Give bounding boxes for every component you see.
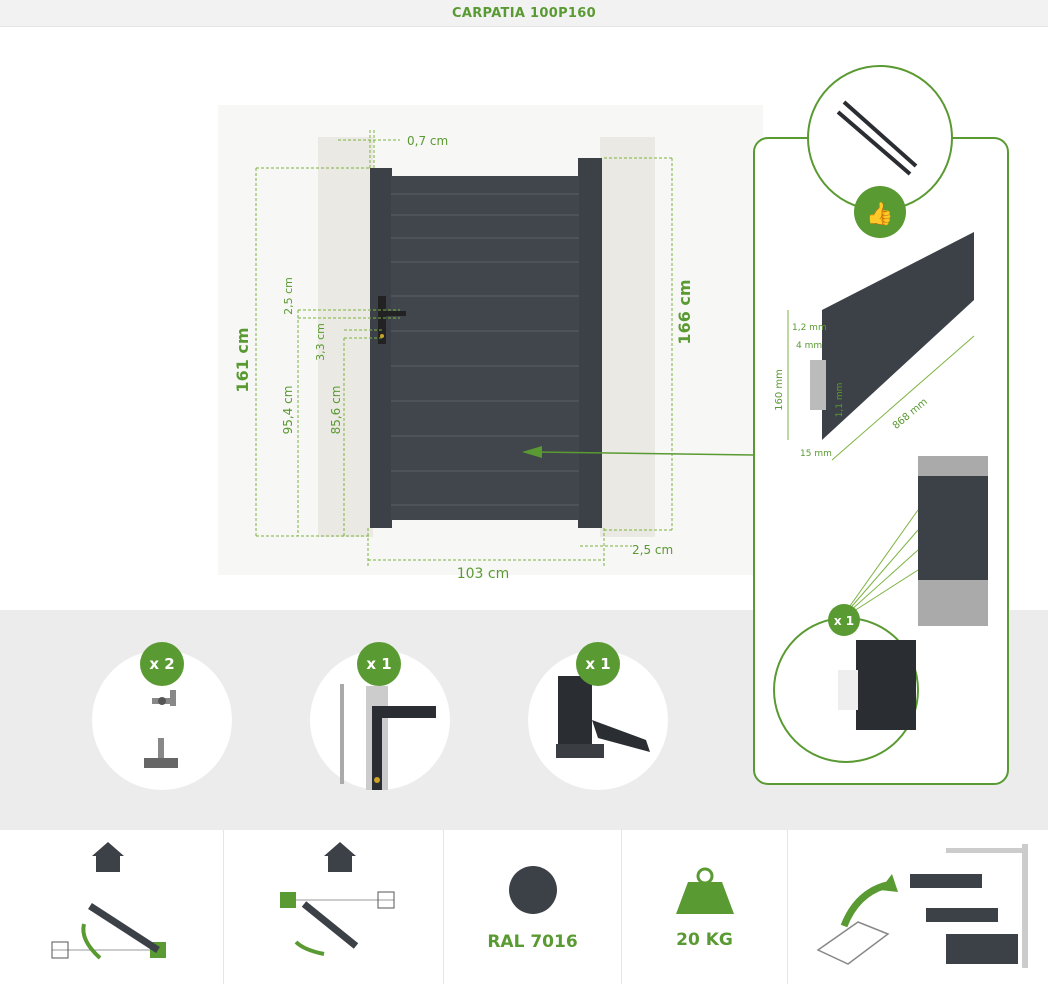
info-row: RAL 7016 20 KG (0, 830, 1048, 984)
cable-icon (836, 100, 918, 176)
handle-lever (382, 311, 406, 316)
gate-slats (391, 193, 579, 506)
handle-plate (378, 296, 386, 344)
panel-detail: 👍 1,2 mm 4 mm 160 mm 1,1 mm 868 mm 15 mm… (753, 65, 1009, 785)
profile-base: 15 mm (800, 449, 832, 459)
dim-total-height-left: 161 cm (233, 327, 252, 392)
slat-profile (822, 232, 974, 440)
color-label: RAL 7016 (487, 932, 578, 952)
delivery-cell (788, 830, 1048, 984)
dim-total-height-right: 166 cm (675, 279, 694, 344)
profile-thickness: 1,1 mm (835, 383, 845, 418)
left-wall (318, 137, 373, 537)
left-post (370, 168, 392, 528)
slat-count: x 1 (834, 614, 854, 628)
dim-post-gap: 2,5 cm (632, 543, 673, 557)
opening-outward-cell (224, 830, 444, 984)
gate-drawing: 0,7 cm 161 cm 2,5 cm 3,3 cm 95,4 cm 85,6… (218, 105, 763, 582)
main-diagram: 0,7 cm 161 cm 2,5 cm 3,3 cm 95,4 cm 85,6… (0, 27, 1048, 610)
handle-count-badge: x 1 (357, 642, 401, 686)
profile-dims (787, 310, 975, 461)
opening-inward-icon (51, 842, 166, 960)
hinges-count-badge: x 2 (140, 642, 184, 686)
slat-count-badge (828, 604, 860, 636)
right-post (578, 158, 602, 528)
weight-icon (676, 867, 734, 914)
profile-height: 160 mm (774, 369, 785, 411)
color-swatch (509, 866, 557, 914)
keyhole (380, 334, 384, 338)
opening-inward-cell (0, 830, 224, 984)
opening-outward-icon (280, 842, 395, 956)
product-title: CARPATIA 100P160 (452, 5, 596, 21)
gate-stop-icon (556, 676, 650, 758)
handle-lock-icon (340, 684, 436, 796)
dim-lock-height: 85,6 cm (329, 386, 343, 435)
dim-handle-offset: 2,5 cm (282, 277, 295, 315)
thumbs-up-icon: 👍 (866, 201, 893, 227)
dim-width: 103 cm (457, 566, 510, 582)
detail-arrow-line (534, 451, 755, 456)
delivery-icon (816, 844, 1028, 968)
dim-handle-height: 95,4 cm (281, 386, 295, 435)
detail-arrow-head (522, 446, 542, 458)
slat-section (856, 640, 916, 730)
right-wall (600, 137, 655, 537)
stop-count-badge: x 1 (576, 642, 620, 686)
dim-frame-gap: 0,7 cm (407, 134, 448, 148)
profile-h1: 1,2 mm (792, 323, 827, 333)
thumbs-up-badge (854, 186, 906, 238)
title-bar: CARPATIA 100P160 (0, 0, 1048, 27)
hinge-icon (144, 690, 178, 768)
profile-h2: 4 mm (796, 341, 822, 351)
weight-cell: 20 KG (622, 830, 788, 984)
dimension-lines (255, 130, 673, 566)
dim-lock-offset: 3,3 cm (314, 323, 327, 361)
slat-end (810, 360, 826, 410)
weight-label: 20 KG (676, 930, 733, 950)
gate-panel (391, 176, 579, 520)
color-cell: RAL 7016 (444, 830, 622, 984)
